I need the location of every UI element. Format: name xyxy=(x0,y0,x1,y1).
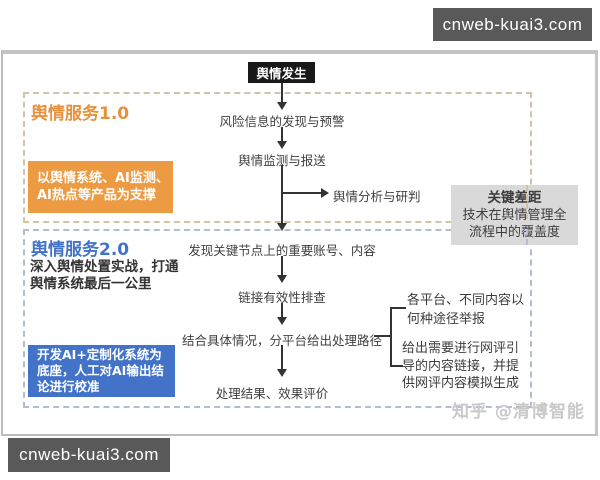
branch-line xyxy=(282,192,322,194)
zhihu-watermark: 知乎 @清博智能 xyxy=(452,402,585,422)
branch-analysis: 舆情分析与研判 xyxy=(333,189,421,204)
support-2-line-1: 开发AI+定制化系统为 xyxy=(37,347,162,362)
branch-guide-line-2: 导的内容链接，并提 xyxy=(402,358,520,374)
arrow-down-icon xyxy=(277,141,287,149)
key-gap-box: 关键差距 技术在舆情管理全 流程中的覆盖度 xyxy=(451,185,578,245)
arrow-down-icon xyxy=(277,223,287,231)
arrow-down-icon xyxy=(277,369,287,377)
support-2-line-3: 论进行校准 xyxy=(37,379,100,394)
branch-guide: 给出需要进行网评引 导的内容链接，并提 供网评内容模拟生成 xyxy=(402,340,519,393)
flow-line xyxy=(281,165,283,224)
support-2-line-2: 底座，人工对AI输出结 xyxy=(37,363,164,378)
step-link-check: 链接有效性排查 xyxy=(238,290,326,305)
key-gap-line-1: 技术在舆情管理全 xyxy=(462,207,567,223)
arrow-down-icon xyxy=(277,317,287,325)
flow-line xyxy=(281,345,283,370)
bracket-stub xyxy=(390,307,406,309)
flow-line xyxy=(281,256,283,276)
step-platform-path: 结合具体情况，分平台给出处理路径 xyxy=(181,333,383,348)
key-gap-line-2: 流程中的覆盖度 xyxy=(468,224,560,240)
branch-guide-line-1: 给出需要进行网评引 xyxy=(402,341,520,356)
branch-report: 各平台、不同内容以 何种途径举报 xyxy=(407,291,524,329)
branch-report-line-2: 何种途径举报 xyxy=(407,312,486,327)
bracket-line xyxy=(390,307,392,367)
subtitle-line-2: 舆情系统最后一公里 xyxy=(30,275,152,292)
step-key-accounts: 发现关键节点上的重要账号、内容 xyxy=(188,243,376,258)
section-2-support-box: 开发AI+定制化系统为 底座，人工对AI输出结 论进行校准 xyxy=(28,345,175,397)
bracket-stub xyxy=(390,365,403,367)
section-2-subtitle: 深入舆情处置实战，打通 舆情系统最后一公里 xyxy=(30,259,179,292)
watermark-bottom-left: cnweb-kuai3.com xyxy=(8,438,170,472)
support-1-line-1: 以舆情系统、AI监测、 xyxy=(37,171,169,186)
section-1-box xyxy=(23,92,532,223)
flow-line xyxy=(281,127,283,142)
arrow-down-icon xyxy=(277,102,287,110)
arrow-down-icon xyxy=(277,275,287,283)
flow-line xyxy=(281,303,283,318)
section-1-support-box: 以舆情系统、AI监测、 AI热点等产品为支撑 xyxy=(28,161,173,213)
step-monitor-report: 舆情监测与报送 xyxy=(238,153,326,168)
step-risk-warning: 风险信息的发现与预警 xyxy=(219,114,345,129)
arrow-right-icon xyxy=(321,188,329,198)
section-1-title: 舆情服务1.0 xyxy=(31,104,130,124)
section-2-title: 舆情服务2.0 xyxy=(31,240,130,260)
key-gap-title: 关键差距 xyxy=(487,189,542,206)
branch-report-line-1: 各平台、不同内容以 xyxy=(407,293,525,308)
subtitle-line-1: 深入舆情处置实战，打通 xyxy=(30,259,179,275)
support-1-line-2: AI热点等产品为支撑 xyxy=(37,188,156,203)
step-result-eval: 处理结果、效果评价 xyxy=(215,386,329,401)
watermark-top-right: cnweb-kuai3.com xyxy=(433,8,592,41)
flow-line xyxy=(281,83,283,103)
connector-line xyxy=(374,335,391,337)
dashed-border-overlay xyxy=(526,229,528,245)
branch-guide-line-3: 供网评内容模拟生成 xyxy=(402,376,520,391)
start-node: 舆情发生 xyxy=(248,62,315,83)
dashed-border-overlay xyxy=(526,185,528,219)
